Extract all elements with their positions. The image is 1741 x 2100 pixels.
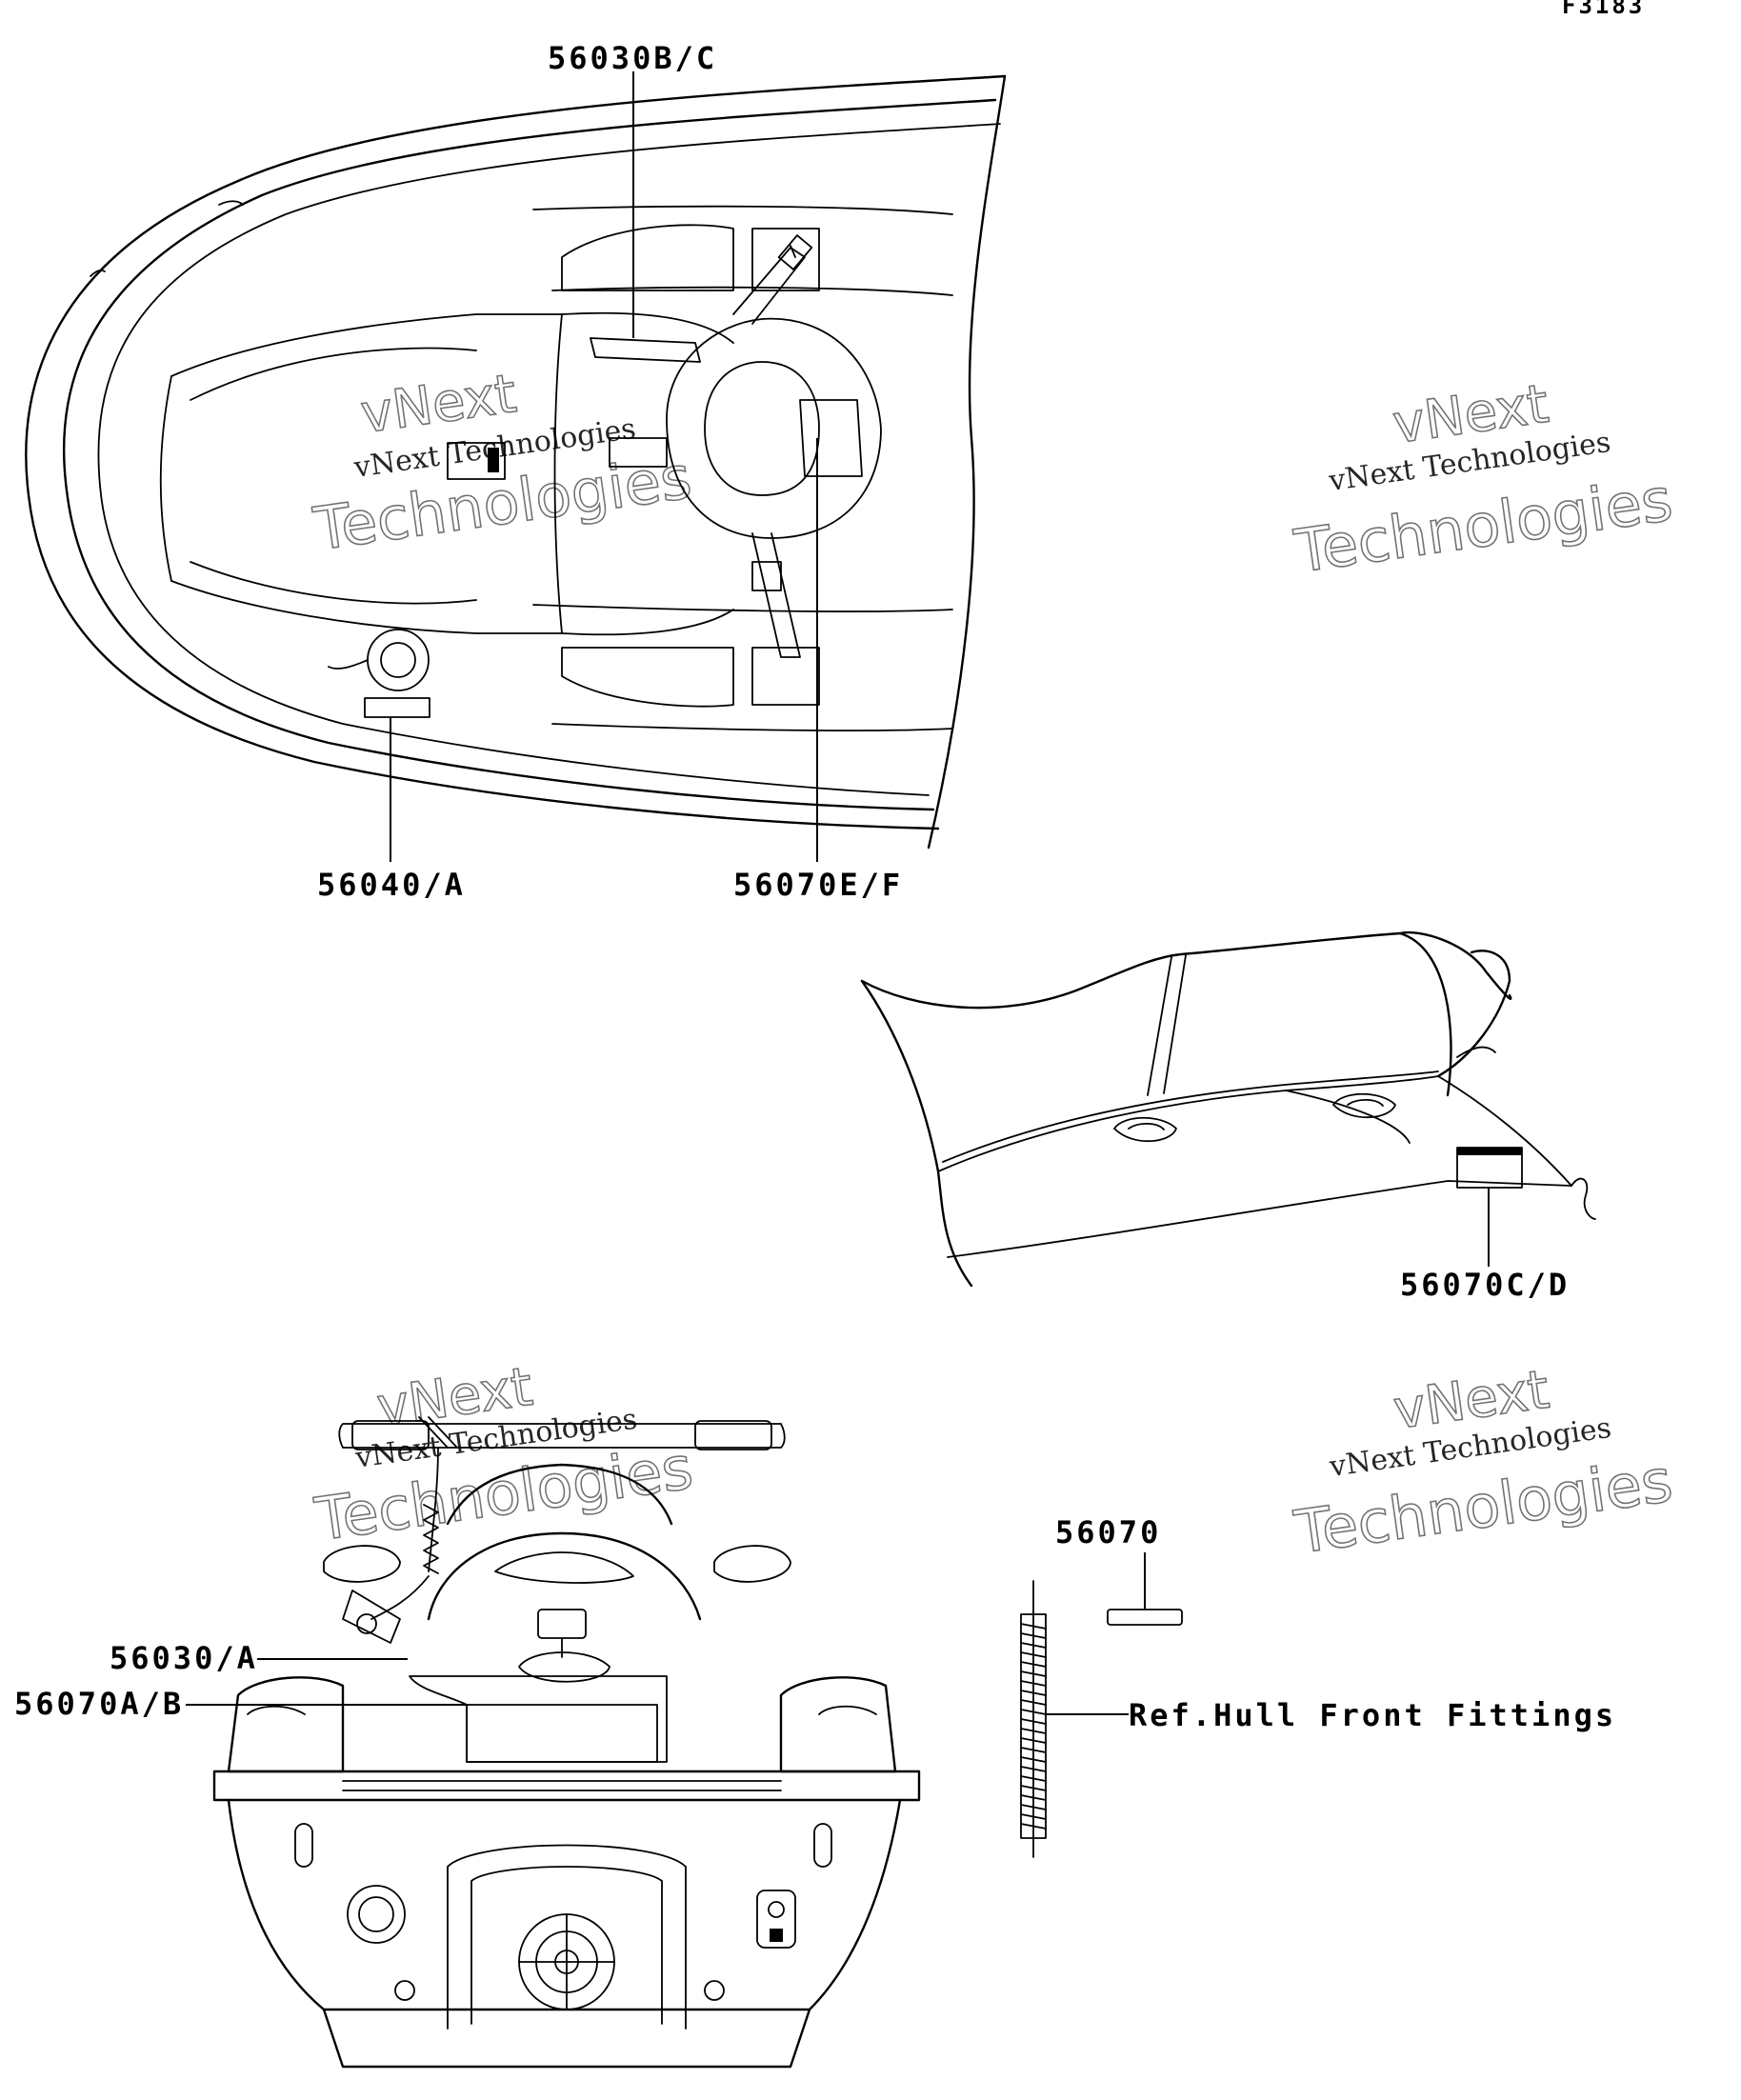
watermark-3: vNext vNext Technologies Technologies — [310, 1355, 697, 1555]
decal-part-drawing — [1107, 1609, 1183, 1626]
front-view-drawing — [212, 1416, 921, 2069]
label-56040-a: 56040/A — [317, 867, 466, 903]
watermark-2: vNext vNext Technologies Technologies — [1290, 372, 1677, 587]
watermark-4: vNext vNext Technologies Technologies — [1290, 1358, 1677, 1568]
side-view-drawing — [860, 930, 1596, 1288]
spring-part-drawing — [1020, 1580, 1047, 1858]
label-56070a-b: 56070A/B — [14, 1686, 184, 1722]
label-ref-hull-front-fittings: Ref.Hull Front Fittings — [1129, 1697, 1616, 1733]
label-56030-a: 56030/A — [110, 1640, 258, 1676]
label-56030b-c: 56030B/C — [548, 40, 717, 76]
label-56070e-f: 56070E/F — [733, 867, 903, 903]
top-view-drawing — [25, 74, 1007, 850]
label-56070c-d: 56070C/D — [1400, 1267, 1570, 1303]
figure-code: F3183 — [1562, 0, 1645, 19]
label-56070: 56070 — [1055, 1514, 1161, 1550]
watermark-1: vNext vNext Technologies Technologies — [309, 362, 696, 565]
